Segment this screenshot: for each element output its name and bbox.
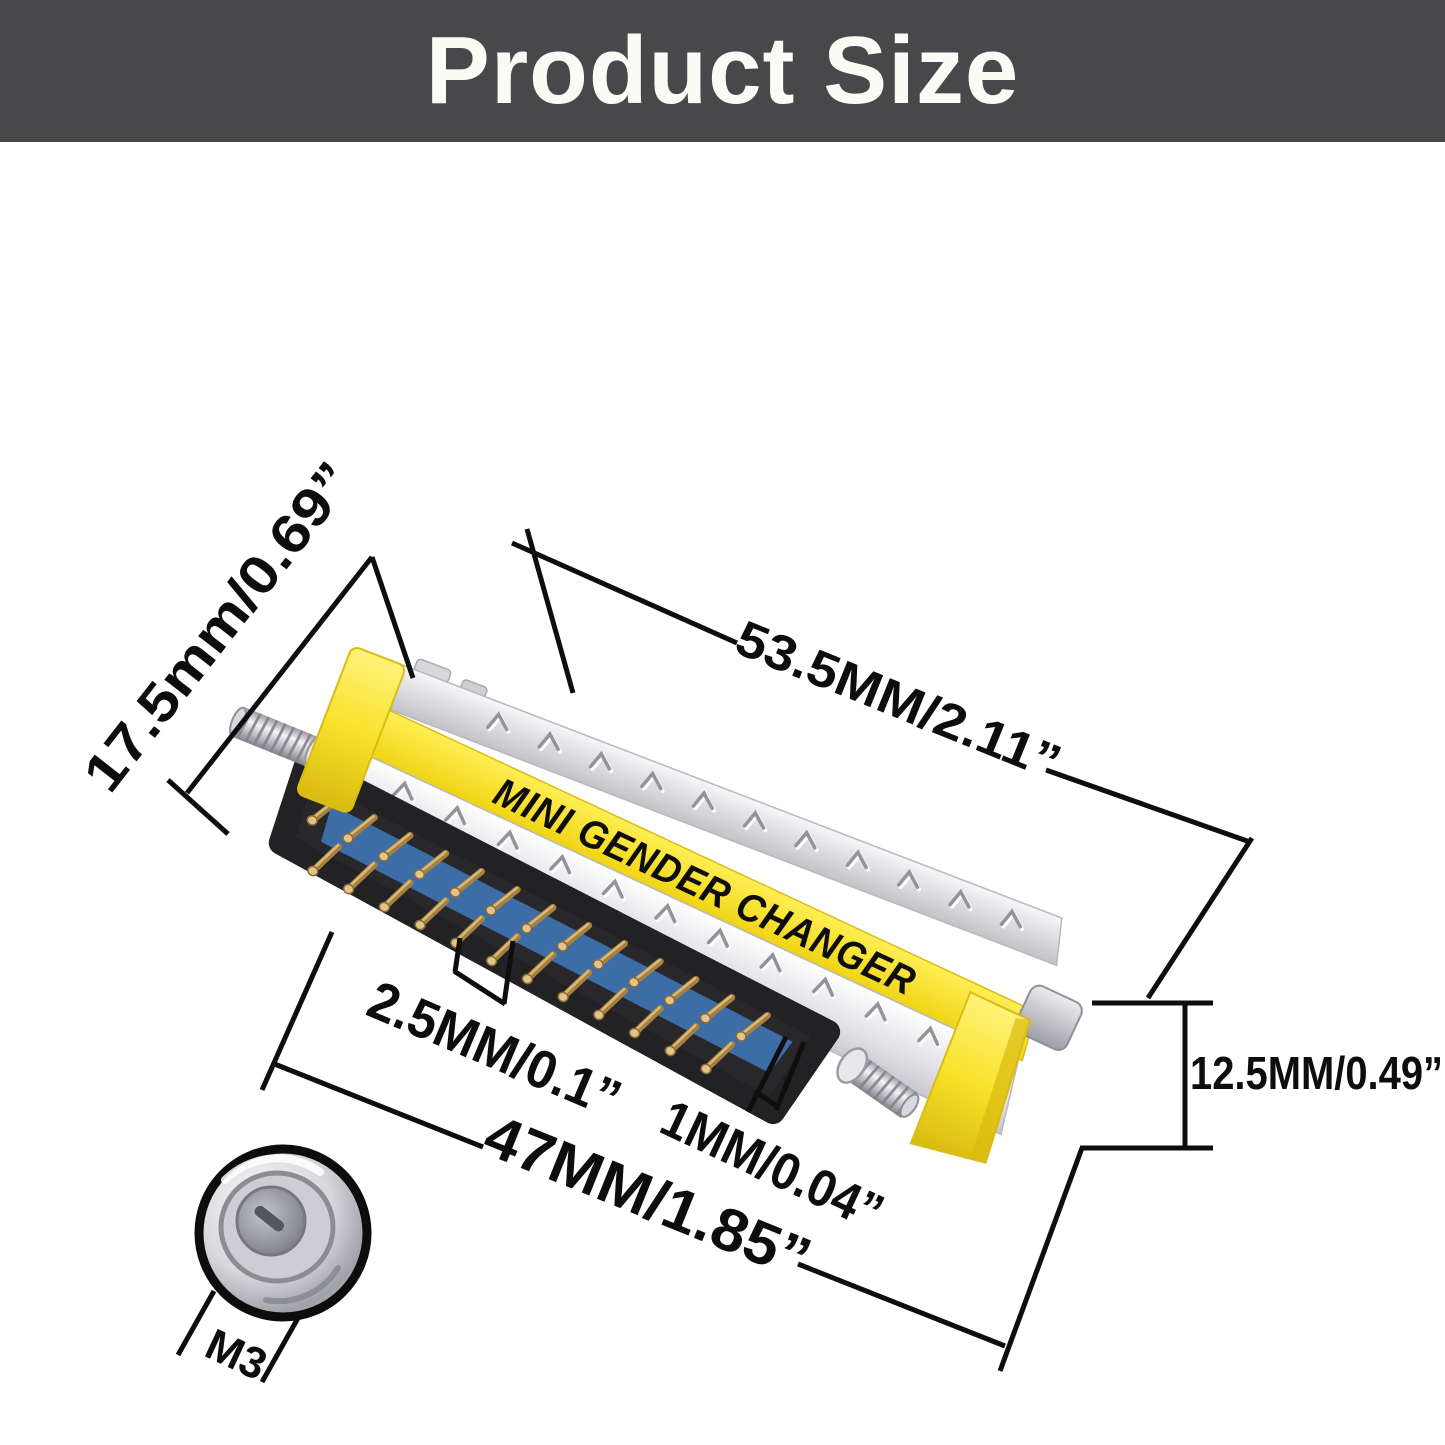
dimension-length-bottom xyxy=(259,930,1006,1349)
product-photo: MINI GENDER CHANGER xyxy=(229,647,1083,1164)
rear-nut xyxy=(1014,984,1083,1051)
end-cap-right-shade xyxy=(970,1017,1031,1163)
page-title: Product Size xyxy=(425,17,1020,124)
label-length-bottom: 47MM/1.85” xyxy=(475,1101,820,1292)
dimple-row-top xyxy=(486,711,1025,931)
pin-field xyxy=(306,796,771,1075)
screw-inset xyxy=(194,1144,372,1322)
dimension-height-left xyxy=(166,555,416,836)
label-length-top: 53.5MM/2.11” xyxy=(728,610,1069,791)
pin-insulator xyxy=(320,804,793,1073)
dimension-length-top xyxy=(510,528,1255,1000)
thumbscrew-right xyxy=(836,1047,920,1118)
header-bar: Product Size xyxy=(0,0,1445,142)
dimension-pin-pitch xyxy=(452,937,516,1007)
dimple-row-front xyxy=(391,780,942,1049)
dimension-screw-thread xyxy=(175,1289,301,1384)
dimension-pin-diameter xyxy=(745,1035,807,1114)
dimension-height-right xyxy=(997,1000,1213,1372)
end-cap-left xyxy=(296,647,406,813)
label-height-right: 12.5MM/0.49” xyxy=(1190,1047,1443,1099)
